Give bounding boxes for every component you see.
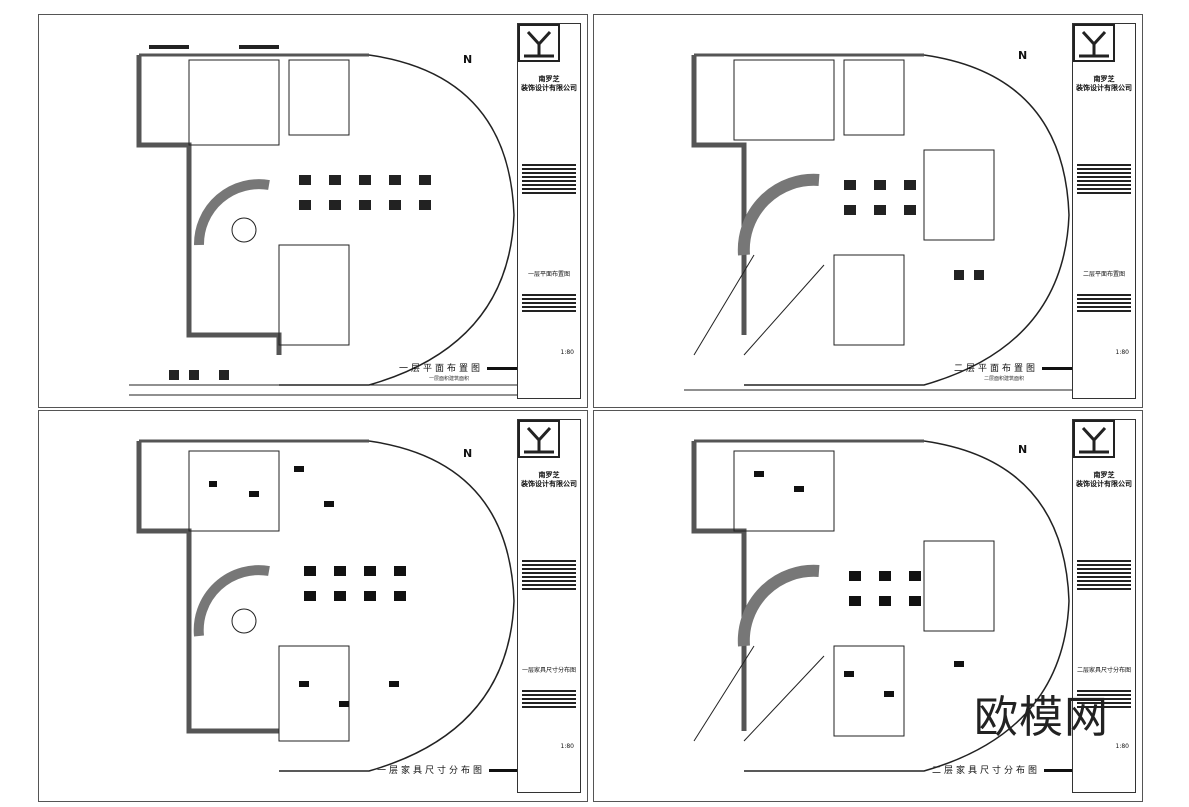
drawing-sheet-2: N 二层平面布置图 二层面积建筑面积 南罗芝装饰设计有限公司 二层平面布置图 1…: [593, 14, 1143, 408]
sheet-name: 二层平面布置图: [1082, 271, 1125, 278]
title-block: 南罗芝装饰设计有限公司 一层平面布置图 1:80: [517, 23, 581, 399]
drawing-sheet-4: N 二层家具尺寸分布图 南罗芝装饰设计有限公司 二层家具尺寸分布图 1:80: [593, 410, 1143, 802]
floor-plan-3: [136, 439, 515, 772]
area-note: 一层面积建筑面积: [429, 376, 470, 382]
title-block: 南罗芝装饰设计有限公司 二层平面布置图 1:80: [1072, 23, 1136, 399]
scale-label: 1:80: [1115, 743, 1129, 750]
watermark-text: 欧模网: [974, 692, 1109, 743]
company-logo-icon: [1073, 420, 1115, 458]
scale-label: 1:80: [1115, 349, 1129, 356]
company-logo-icon: [1073, 24, 1115, 62]
area-note: 二层面积建筑面积: [984, 376, 1025, 382]
company-name: 南罗芝装饰设计有限公司: [1076, 470, 1132, 488]
sheet-name: 一层家具尺寸分布图: [521, 667, 576, 674]
floor-plan-2: [684, 53, 1074, 391]
company-name: 南罗芝装饰设计有限公司: [521, 470, 577, 488]
scale-label: 1:80: [560, 743, 574, 750]
drawing-sheet-3: N 一层家具尺寸分布图 南罗芝装饰设计有限公司 一层家具尺寸分布图 1:80: [38, 410, 588, 802]
title-block: 南罗芝装饰设计有限公司 二层家具尺寸分布图 1:80: [1072, 419, 1136, 793]
company-logo-icon: [518, 24, 560, 62]
drawing-caption: 一层平面布置图: [399, 361, 518, 374]
company-logo-icon: [518, 420, 560, 458]
north-arrow: N: [463, 53, 473, 66]
north-arrow: N: [463, 447, 473, 460]
drawing-caption: 二层家具尺寸分布图: [932, 763, 1075, 776]
sheet-name: 二层家具尺寸分布图: [1076, 667, 1131, 674]
north-arrow: N: [1018, 49, 1028, 62]
drawing-sheet-1: N 一层平面布置图 一层面积建筑面积 南罗芝装饰设计有限公司 一层平面布置图 1…: [38, 14, 588, 408]
company-name: 南罗芝装饰设计有限公司: [521, 74, 577, 92]
company-name: 南罗芝装饰设计有限公司: [1076, 74, 1132, 92]
drawing-caption: 一层家具尺寸分布图: [377, 763, 520, 776]
sheet-name: 一层平面布置图: [527, 271, 570, 278]
floor-plan-4: [691, 439, 1070, 772]
north-arrow: N: [1018, 443, 1028, 456]
drawing-caption: 二层平面布置图: [954, 361, 1073, 374]
title-block: 南罗芝装饰设计有限公司 一层家具尺寸分布图 1:80: [517, 419, 581, 793]
floor-plan-1: [129, 45, 519, 396]
scale-label: 1:80: [560, 349, 574, 356]
